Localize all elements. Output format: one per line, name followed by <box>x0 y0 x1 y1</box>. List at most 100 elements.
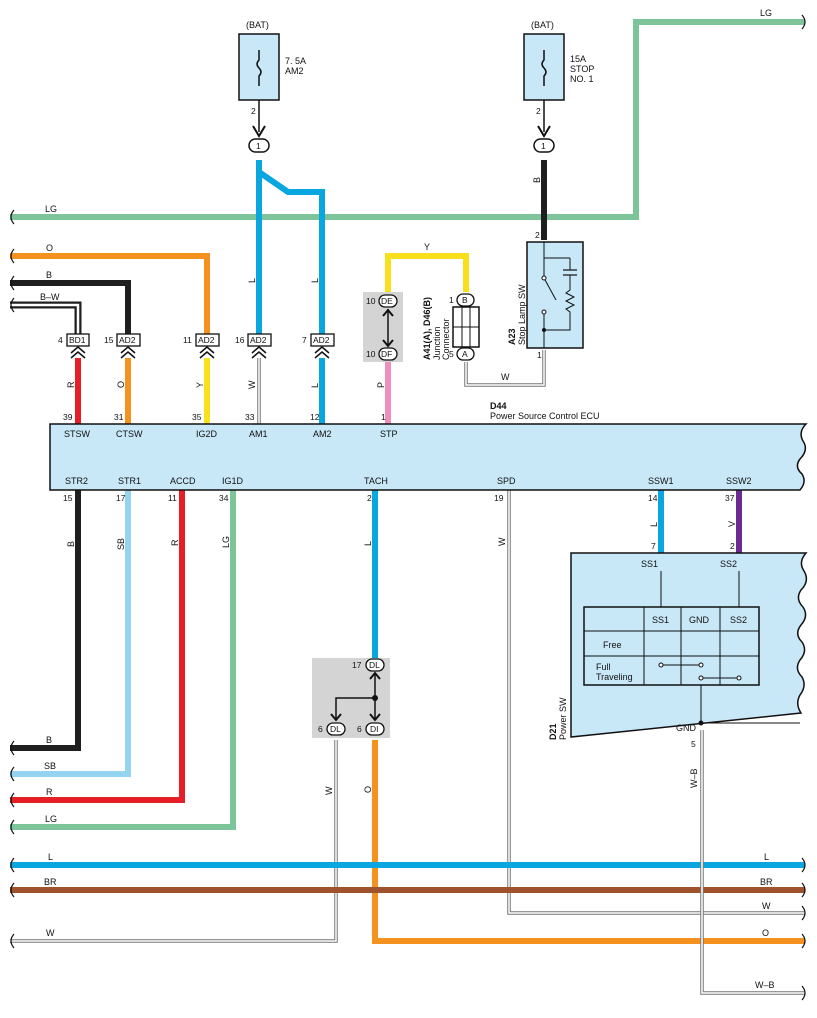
fuse-am2-bat: (BAT) <box>246 20 269 30</box>
ecu-top-pin-name-stsw: STSW <box>64 429 91 439</box>
ecu-bot-pin-name-tach: TACH <box>364 476 388 486</box>
power-sw-label-ss1: SS1 <box>641 559 658 569</box>
ecu-bot-pin-num-accd: 11 <box>168 493 177 503</box>
wire-o-ig2d <box>10 253 210 334</box>
junction-connector: B 1 A 5 A41(A), D46(B) Junction Connecto… <box>422 293 480 361</box>
ecu-bot-pin-num-str2: 15 <box>63 493 73 503</box>
de-df-arrow-down <box>382 339 394 348</box>
lbl-l-ssw1: L <box>649 522 659 527</box>
break-left-lg <box>10 209 15 225</box>
fuse-stop: (BAT) 15A STOP NO. 1 2 1 <box>523 20 594 153</box>
wire-breaks <box>10 14 806 1001</box>
ecu-bot-pin-num-tach: 2 <box>367 493 372 503</box>
lbl-b-str2: B <box>66 541 76 547</box>
fuse-stop-connector <box>533 138 555 153</box>
ecu-bot-pin-name-ssw1: SSW1 <box>648 476 674 486</box>
break-left-bus-w <box>10 933 15 949</box>
power-sw-table <box>583 606 760 686</box>
dl-bot-pin: 6 <box>318 724 323 734</box>
sls-node-2 <box>541 309 547 315</box>
wire-w-jc-inner <box>465 350 545 386</box>
pst-dot-gnd-2 <box>698 675 704 681</box>
de-connector <box>378 294 398 308</box>
ad2-15-chevron <box>120 346 136 359</box>
de-pin: 10 <box>366 296 376 306</box>
fuse-am2-rating: 7. 5A <box>285 56 306 66</box>
dl-bot-connector <box>326 722 346 736</box>
lbl-out-sb: SB <box>44 761 56 771</box>
power-sw-name: Power SW <box>558 697 568 740</box>
di-label: DI <box>370 724 379 734</box>
power-sw-pin-ss2: 2 <box>730 541 735 551</box>
lbl-l-am2: L <box>310 278 320 283</box>
lbl-wb-gnd: W–B <box>689 768 699 788</box>
wire-bw-inner <box>10 303 80 334</box>
fuse-am2-arrow <box>252 125 266 138</box>
break-right-bus-o <box>801 933 806 949</box>
sls-pin-top: 2 <box>535 230 540 240</box>
break-left-out-r <box>10 792 15 808</box>
lbl-p-stp: P <box>376 382 386 388</box>
break-left-out-lg <box>10 819 15 835</box>
df-connector <box>378 347 398 361</box>
break-right-bus-w <box>801 905 806 921</box>
fuse-stop-bat: (BAT) <box>531 20 554 30</box>
ad2-11-pin: 11 <box>183 335 192 345</box>
ecu-bot-pin-num-ssw1: 14 <box>648 493 658 503</box>
lbl-bus-l-left: L <box>48 852 53 862</box>
break-right-lg <box>801 14 806 30</box>
connector-ad2-15: AD2 15 <box>104 333 141 359</box>
ecu-bot-pin-num-str1: 17 <box>116 493 126 503</box>
fuse-am2-element <box>256 50 262 86</box>
wire-w-dl-inner <box>10 740 337 942</box>
jc-name: Junction <box>432 326 442 360</box>
fuse-stop-rating: 15A <box>570 54 586 64</box>
lbl-w-jc: W <box>501 372 510 382</box>
jc-code: A41(A), D46(B) <box>422 297 432 360</box>
fuse-stop-arrow <box>537 125 551 138</box>
ecu-bot-pin-num-ssw2: 37 <box>725 493 735 503</box>
sls-pin-bot: 1 <box>537 350 542 360</box>
ad2-7-pin: 7 <box>302 335 307 345</box>
lbl-r-stsw: R <box>66 381 76 388</box>
pst-header-ss2: SS2 <box>730 615 747 625</box>
break-right-bus-l <box>801 857 806 873</box>
ecu-top-pin-name-am2: AM2 <box>313 429 332 439</box>
wire-r-accd <box>10 490 185 803</box>
ad2-16-label: AD2 <box>250 335 267 345</box>
ecu-bot-pin-name-ig1d: IG1D <box>222 476 244 486</box>
fuse-am2: (BAT) 7. 5A AM2 2 1 <box>238 20 306 153</box>
bd1-pin: 4 <box>58 335 63 345</box>
wire-lg-ig1d <box>10 490 236 830</box>
wire-labels: LG LG O B B–W Y W B L L R O Y W L P B SB… <box>40 8 775 990</box>
pst-row-free: Free <box>603 640 622 650</box>
lbl-y-ig2d: Y <box>195 382 205 388</box>
ecu-top-pin-name-ctsw: CTSW <box>116 429 143 439</box>
ecu-bot-pin-name-str1: STR1 <box>118 476 141 486</box>
wire-w-dl <box>10 740 338 943</box>
sls-resistor <box>544 275 576 331</box>
dl-di-junction: DL 17 DL 6 DI 6 <box>312 658 390 738</box>
lbl-out-r: R <box>46 787 53 797</box>
de-label: DE <box>381 296 393 306</box>
jc-a-pin: 5 <box>449 349 454 359</box>
break-right-bus-wb <box>801 985 806 1001</box>
dl-top-label: DL <box>369 660 380 670</box>
lbl-lg-ig1d: LG <box>221 536 231 548</box>
pst-dot-ss1 <box>658 662 664 668</box>
pst-header-gnd: GND <box>689 615 710 625</box>
connector-ad2-16: AD2 16 <box>235 333 272 359</box>
fuse-am2-conn-num: 1 <box>256 141 261 151</box>
power-sw-label-ss2: SS2 <box>720 559 737 569</box>
ecu-top-pin-num-ig2d: 35 <box>192 412 202 422</box>
ecu-d44: D44 Power Source Control ECU 39 STSW 31 … <box>49 401 808 503</box>
wire-o-di <box>372 740 805 944</box>
break-left-bus-l <box>10 857 15 873</box>
jc-b-label: B <box>462 295 468 305</box>
lbl-lg-left: LG <box>45 204 57 214</box>
wire-bw <box>10 301 82 334</box>
bd1-label: BD1 <box>69 335 86 345</box>
break-left-b <box>10 275 15 291</box>
